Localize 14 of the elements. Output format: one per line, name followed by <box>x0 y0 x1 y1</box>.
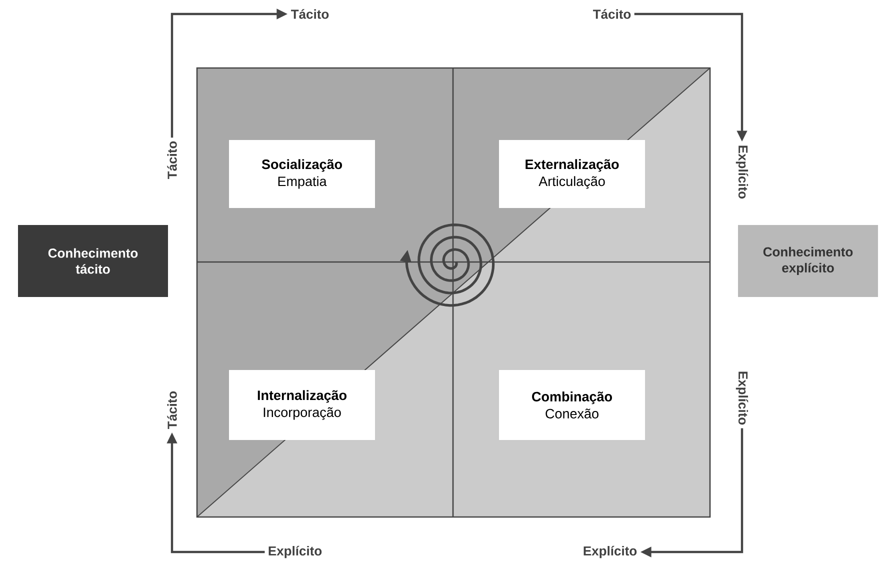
mode-box: Socialização Empatia <box>229 140 375 208</box>
axis-label: Tácito <box>167 391 177 429</box>
axis-label: Tácito <box>593 9 631 19</box>
axis-label: Tácito <box>167 141 177 179</box>
axis-label: Explícito <box>268 546 322 558</box>
mode-box: Internalização Incorporação <box>229 370 375 440</box>
axis-label: Explícito <box>584 546 637 558</box>
knowledge-box: Conhecimento tácito <box>18 225 168 297</box>
knowledge-box: Conhecimento explícito <box>738 225 878 297</box>
axis-label: Explícito <box>736 146 748 199</box>
mode-box: Combinação Conexão <box>499 370 645 440</box>
mode-box: Externalização Articulação <box>499 140 645 208</box>
axis-label: Explícito <box>736 372 748 425</box>
axis-label: Tácito <box>291 9 329 19</box>
